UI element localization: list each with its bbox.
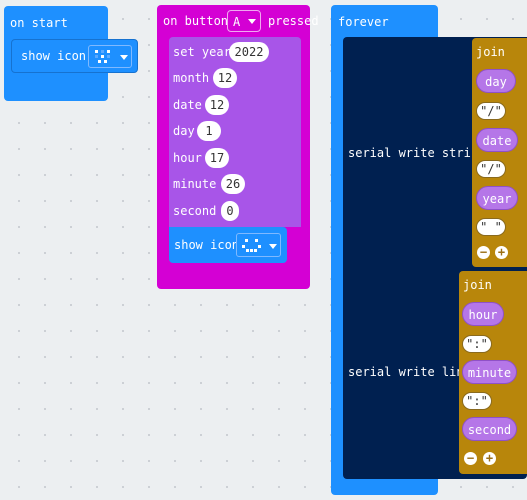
pressed-label: pressed xyxy=(268,14,319,28)
icon-preview xyxy=(92,49,114,64)
day-variable[interactable]: day xyxy=(476,69,516,93)
slash-string-1[interactable]: "/" xyxy=(476,102,506,120)
show-icon-block[interactable]: show icon xyxy=(11,39,138,73)
hour-label: hour xyxy=(173,151,202,165)
colon-string-1[interactable]: ":" xyxy=(462,335,492,353)
serial-write-line-label: serial write line xyxy=(348,365,471,379)
time-settings-stack: set year 2022 month 12 date 12 day 1 hou… xyxy=(169,37,301,227)
hour-input[interactable]: 17 xyxy=(205,148,229,168)
set-year-label: set year xyxy=(173,45,231,59)
join-block-2[interactable]: join hour ":" minute ":" second − + xyxy=(459,271,527,474)
date-variable[interactable]: date xyxy=(476,128,518,152)
show-icon-label: show icon xyxy=(21,49,87,63)
hour-variable[interactable]: hour xyxy=(462,302,504,326)
join-block-1[interactable]: join day "/" date "/" year " " − + xyxy=(472,38,527,267)
smiley-icon xyxy=(242,239,261,252)
show-icon-label: show icon xyxy=(174,238,240,252)
on-button-pressed-block[interactable]: on button A pressed set year 2022 month … xyxy=(157,5,319,289)
on-button-label: on button xyxy=(163,14,229,28)
year-input[interactable]: 2022 xyxy=(229,42,269,62)
join-label: join xyxy=(476,45,505,59)
day-input[interactable]: 1 xyxy=(197,121,221,141)
button-select-value: A xyxy=(233,15,241,29)
show-icon-block-2[interactable]: show icon xyxy=(169,227,287,263)
button-select-dropdown[interactable]: A xyxy=(227,10,261,32)
on-start-block[interactable]: on start show icon xyxy=(4,6,138,101)
happy-face-icon xyxy=(95,50,110,63)
serial-write-string-label: serial write string xyxy=(348,146,486,160)
forever-label: forever xyxy=(338,15,389,29)
year-variable[interactable]: year xyxy=(476,186,518,210)
second-label: second xyxy=(173,204,217,218)
space-string[interactable]: " " xyxy=(476,218,506,236)
month-input[interactable]: 12 xyxy=(213,68,237,88)
second-input[interactable]: 0 xyxy=(221,201,239,221)
minute-label: minute xyxy=(173,177,217,191)
second-variable[interactable]: second xyxy=(462,417,517,441)
date-label: date xyxy=(173,98,202,112)
slash-string-2[interactable]: "/" xyxy=(476,160,506,178)
icon-preview xyxy=(240,238,263,253)
date-input[interactable]: 12 xyxy=(205,95,229,115)
add-input-icon[interactable]: + xyxy=(483,452,496,465)
icon-picker-dropdown[interactable] xyxy=(236,233,281,257)
icon-picker-dropdown[interactable] xyxy=(88,45,132,68)
minute-input[interactable]: 26 xyxy=(221,174,245,194)
colon-string-2[interactable]: ":" xyxy=(462,392,492,410)
add-input-icon[interactable]: + xyxy=(495,246,508,259)
day-label: day xyxy=(173,124,195,138)
on-start-label: on start xyxy=(10,16,68,30)
chevron-down-icon xyxy=(269,244,277,249)
chevron-down-icon xyxy=(120,55,128,60)
remove-input-icon[interactable]: − xyxy=(477,246,490,259)
chevron-down-icon xyxy=(248,19,256,24)
month-label: month xyxy=(173,71,210,85)
remove-input-icon[interactable]: − xyxy=(464,452,477,465)
minute-variable[interactable]: minute xyxy=(462,360,517,384)
join-label: join xyxy=(463,278,492,292)
